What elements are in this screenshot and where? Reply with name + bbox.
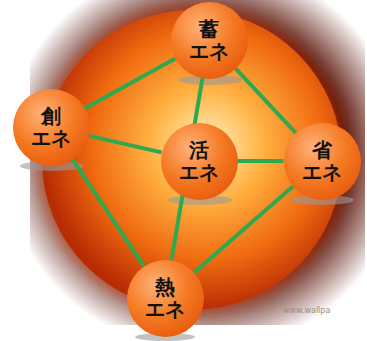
connector-line <box>235 68 295 133</box>
connector-line <box>194 186 293 272</box>
energy-circle: 熱 エネ <box>127 260 204 337</box>
node-label: 創 エネ <box>25 105 77 149</box>
connector-line <box>238 159 284 163</box>
connector-line <box>89 136 162 153</box>
node-label: 活 エネ <box>173 139 225 183</box>
energy-circle: 省 エネ <box>284 123 361 200</box>
watermark: www.wallpa <box>283 306 330 315</box>
node-label: 蓄 エネ <box>183 18 235 62</box>
energy-circle: 蓄 エネ <box>171 2 248 79</box>
energy-circle: 活 エネ <box>161 123 238 200</box>
connector-line <box>72 159 143 266</box>
connector-line <box>85 59 176 109</box>
energy-circle: 創 エネ <box>13 89 90 166</box>
node-label: 熱 エネ <box>139 276 191 320</box>
node-label: 省 エネ <box>296 139 348 183</box>
